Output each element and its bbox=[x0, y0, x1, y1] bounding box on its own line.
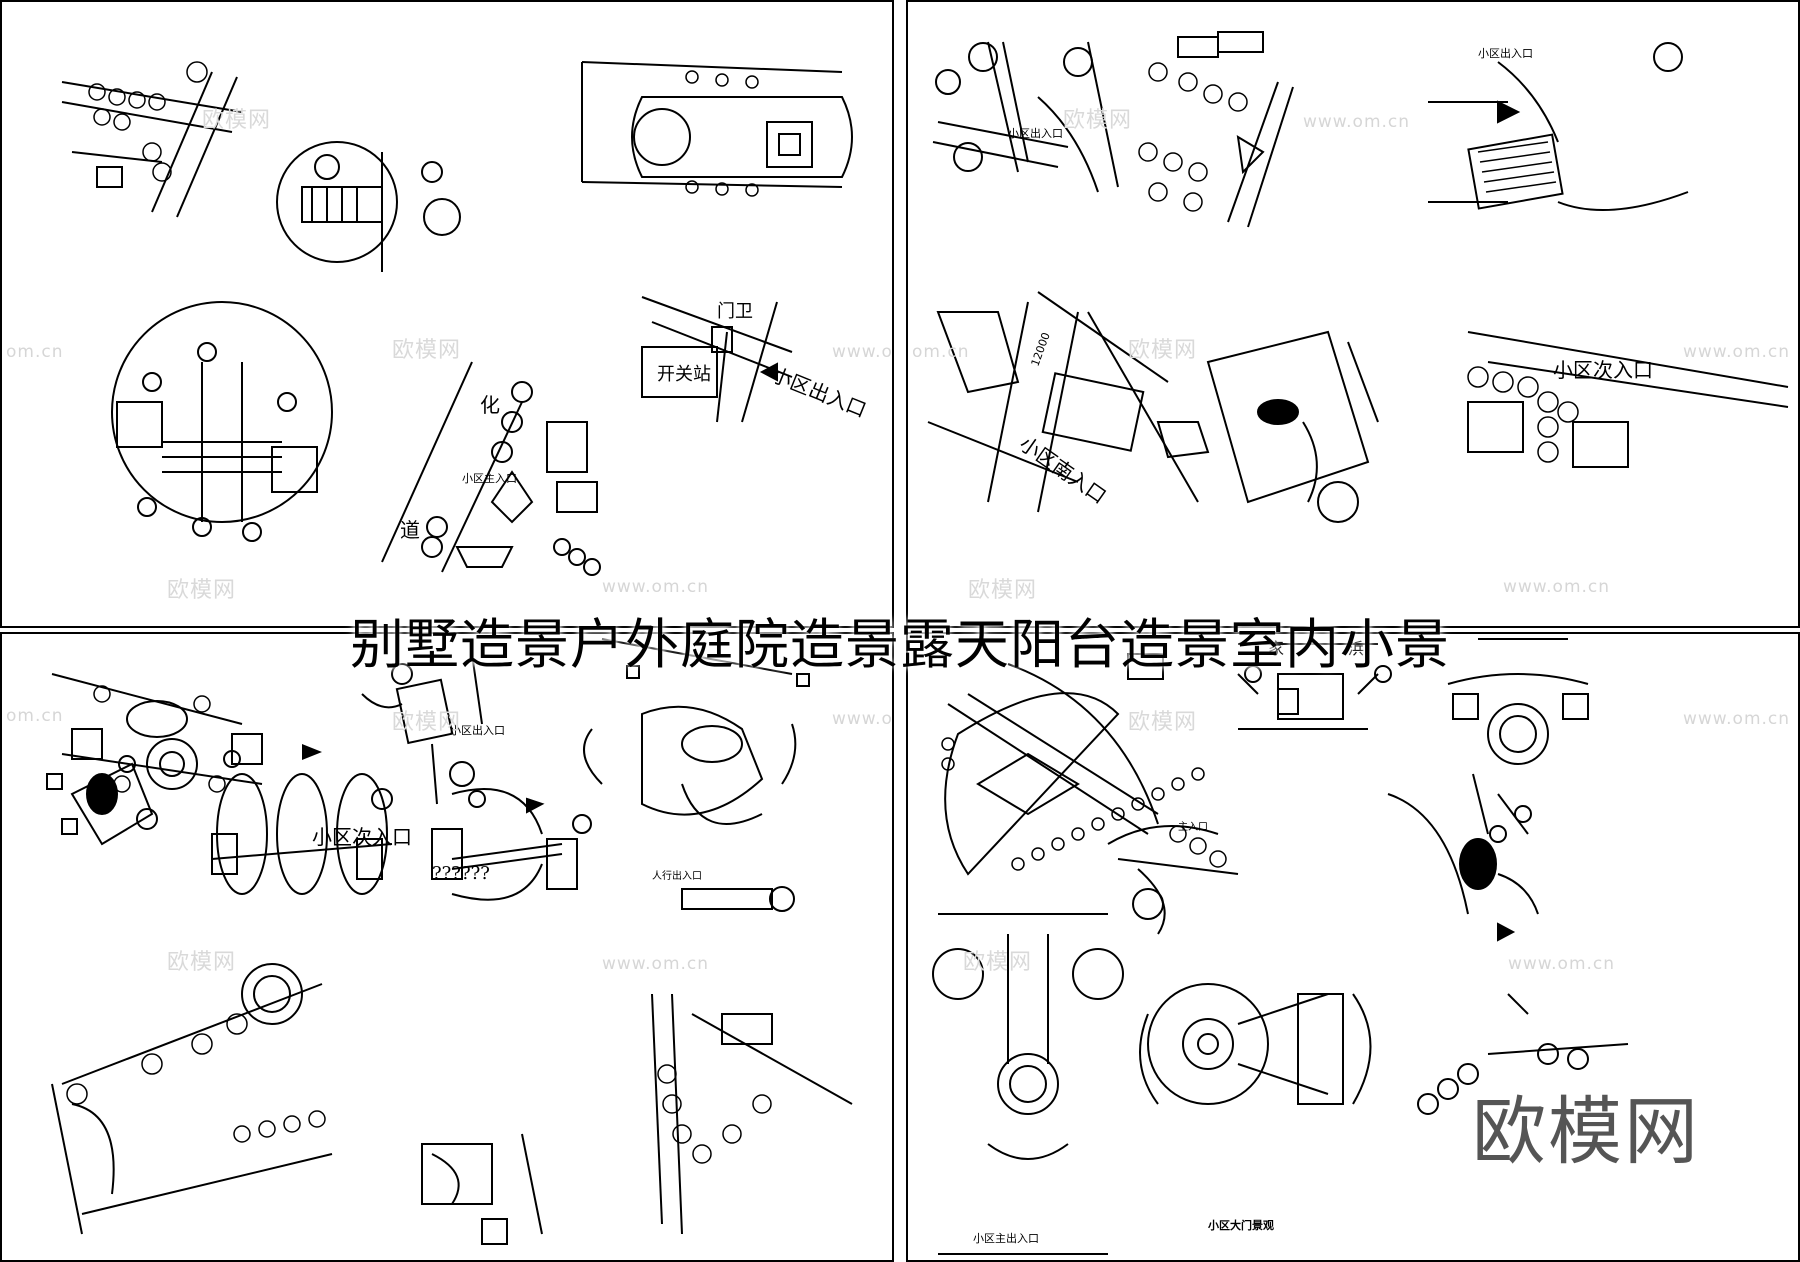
watermark-brand: 欧模网 bbox=[963, 950, 1033, 975]
watermark-url: www.om.cn bbox=[602, 577, 710, 597]
watermark-url: www.om.cn bbox=[832, 342, 893, 362]
panel-top-left: 开关站 门卫 小区出入口 化 道 小区主入口 欧模网 欧模网 om.cn www… bbox=[0, 0, 894, 628]
label-zhukou: 小区主入口 bbox=[462, 472, 517, 485]
label-chukou: 小区出入口 bbox=[450, 723, 505, 737]
watermark-brand: 欧模网 bbox=[167, 950, 237, 975]
label-qmarks: ?????? bbox=[432, 863, 490, 884]
label-dim: 12000 bbox=[1029, 331, 1053, 368]
label-ci: 小区次入口 bbox=[1553, 358, 1653, 382]
watermark-url: om.cn bbox=[6, 706, 64, 726]
watermark-url: www.om.cn bbox=[1508, 954, 1616, 974]
watermark-brand: 欧模网 bbox=[968, 578, 1038, 603]
plan-drawings-bottom-right: 家 浜 小区主出入口 小区大门景观 主入口 bbox=[932, 638, 1629, 1255]
watermark-url: om.cn bbox=[912, 342, 970, 362]
watermark-url: www.om.cn bbox=[832, 709, 893, 729]
plan-drawings-top-left: 开关站 门卫 小区出入口 化 道 小区主入口 bbox=[61, 61, 870, 576]
label-jia: 家 bbox=[1268, 639, 1284, 658]
label-renliu: 人行出入口 bbox=[652, 869, 702, 882]
main-title: 别墅造景户外庭院造景露天阳台造景室内小景 bbox=[350, 613, 1450, 676]
label-hua: 化 bbox=[480, 393, 500, 417]
watermark-url: www.om.cn bbox=[1683, 709, 1791, 729]
label-zhurukou: 主入口 bbox=[1178, 821, 1208, 833]
label-ci: 小区次入口 bbox=[312, 825, 412, 849]
label-chukou-b: 小区出入口 bbox=[1478, 46, 1533, 60]
label-bang: 浜 bbox=[1348, 639, 1364, 658]
plan-drawings-top-right: 小区出入口 小区出入口 小区南入口 小区次入口 12000 bbox=[927, 31, 1789, 523]
label-zhuchukou: 小区主出入口 bbox=[973, 1231, 1039, 1245]
watermark-url: www.om.cn bbox=[1503, 577, 1611, 597]
watermark-url: www.om.cn bbox=[1683, 342, 1791, 362]
brand-watermark-logo: 欧模网 bbox=[1472, 1089, 1700, 1175]
watermark-url: www.om.cn bbox=[1303, 112, 1411, 132]
label-dao: 道 bbox=[400, 518, 420, 542]
watermark-brand: 欧模网 bbox=[1128, 710, 1198, 735]
label-chukou-a: 小区出入口 bbox=[1008, 126, 1063, 140]
watermark-brand: 欧模网 bbox=[1063, 108, 1133, 133]
watermark-brand: 欧模网 bbox=[392, 710, 462, 735]
label-damen: 小区大门景观 bbox=[1207, 1218, 1274, 1232]
plan-drawings-bottom-left: 小区出入口 小区次入口 ?????? 人行出入口 bbox=[46, 638, 853, 1245]
watermark-url: om.cn bbox=[6, 342, 64, 362]
label-chukou: 小区出入口 bbox=[768, 362, 870, 422]
watermark-brand: 欧模网 bbox=[392, 338, 462, 363]
panel-bottom-right: 家 浜 小区主出入口 小区大门景观 主入口 欧模网 www.om.cn 欧模网 … bbox=[906, 632, 1800, 1262]
panel-bottom-left: 小区出入口 小区次入口 ?????? 人行出入口 om.cn 欧模网 www.o… bbox=[0, 632, 894, 1262]
panel-top-right: 小区出入口 小区出入口 小区南入口 小区次入口 12000 欧模网 www.om… bbox=[906, 0, 1800, 628]
label-menwei: 门卫 bbox=[717, 301, 753, 322]
watermark-brand: 欧模网 bbox=[167, 578, 237, 603]
watermark-url: www.om.cn bbox=[602, 954, 710, 974]
label-kaiguanzhan: 开关站 bbox=[657, 364, 711, 385]
watermark-brand: 欧模网 bbox=[1128, 338, 1198, 363]
watermark-brand: 欧模网 bbox=[202, 108, 272, 133]
